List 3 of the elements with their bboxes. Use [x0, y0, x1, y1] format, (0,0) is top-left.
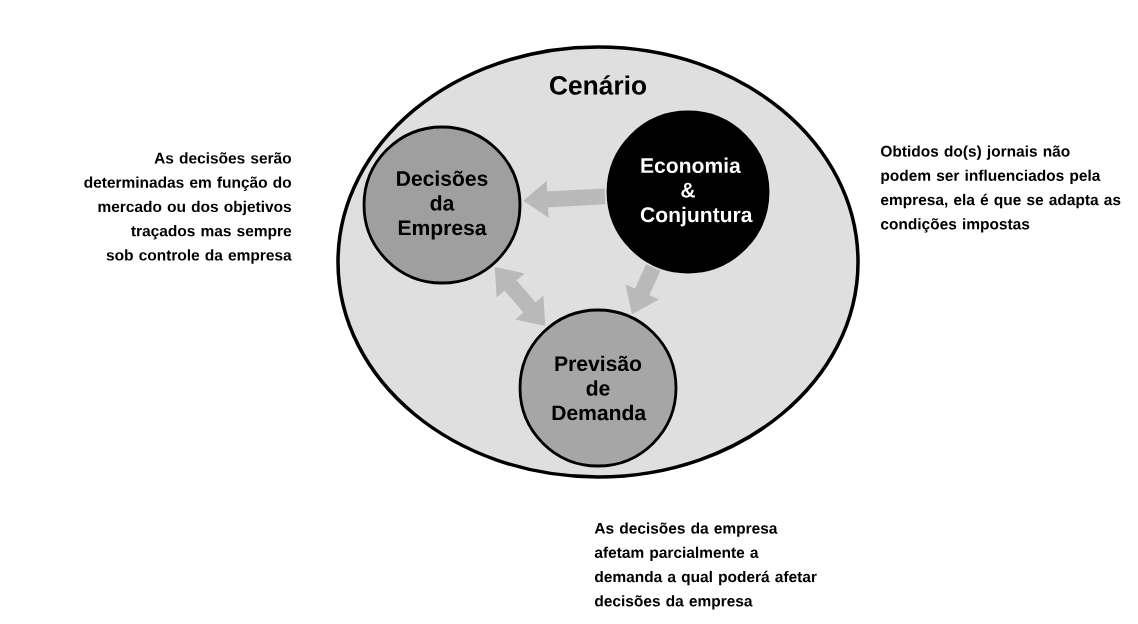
note-text: As decisões da empresa afetam parcialmente a demanda a qual poderá afetar decisões da empresa: [594, 522, 817, 610]
note-text: As decisões serão determinadas em função do mercado ou dos objetivos traçados mas sempre sob controle da empresa: [84, 152, 292, 264]
note-text: Obtidos do(s) jornais não podem ser influenciados pela empresa, ela é que se adapta as condições impostas: [880, 145, 1121, 233]
